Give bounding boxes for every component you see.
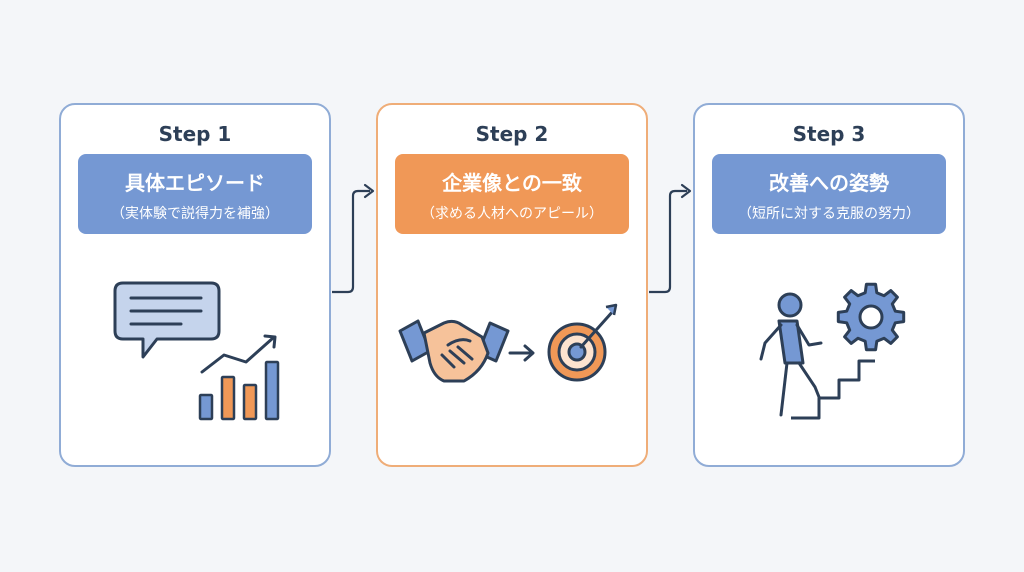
- arrow-right-icon: [508, 344, 535, 362]
- step-card-1: Step 1 具体エピソード （実体験で説得力を補強）: [59, 103, 331, 467]
- step1-illustration: [113, 281, 280, 421]
- step2-illustration: [398, 303, 618, 383]
- speech-bubble-icon: [113, 281, 221, 359]
- target-icon: [547, 303, 618, 382]
- step-card-2: Step 2 企業像との一致 （求める人材へのアピール）: [376, 103, 648, 467]
- step-title: Step 3: [792, 122, 866, 146]
- step-label: 企業像との一致: [442, 171, 582, 195]
- step-label-box: 企業像との一致 （求める人材へのアピール）: [395, 154, 629, 234]
- step3-illustration: [759, 282, 906, 420]
- step-sublabel: （求める人材へのアピール）: [421, 206, 603, 222]
- gear-icon: [836, 282, 906, 352]
- step-label-box: 改善への姿勢 （短所に対する克服の努力）: [712, 154, 946, 234]
- step-title: Step 1: [158, 122, 232, 146]
- step-card-3: Step 3 改善への姿勢 （短所に対する克服の努力）: [693, 103, 965, 467]
- step-sublabel: （短所に対する克服の努力）: [738, 206, 920, 222]
- connector-arrow-2-3: [649, 183, 692, 294]
- step-label-box: 具体エピソード （実体験で説得力を補強）: [78, 154, 312, 234]
- handshake-icon: [398, 319, 510, 383]
- person-climbing-stairs-icon: [759, 292, 823, 417]
- connector-arrow-1-2: [332, 183, 375, 294]
- step-title: Step 2: [475, 122, 549, 146]
- stairs-icon: [791, 359, 875, 420]
- step-label: 改善への姿勢: [769, 171, 889, 195]
- step-label: 具体エピソード: [125, 171, 265, 195]
- step-sublabel: （実体験で説得力を補強）: [111, 206, 279, 222]
- bar-chart-trend-icon: [198, 334, 280, 421]
